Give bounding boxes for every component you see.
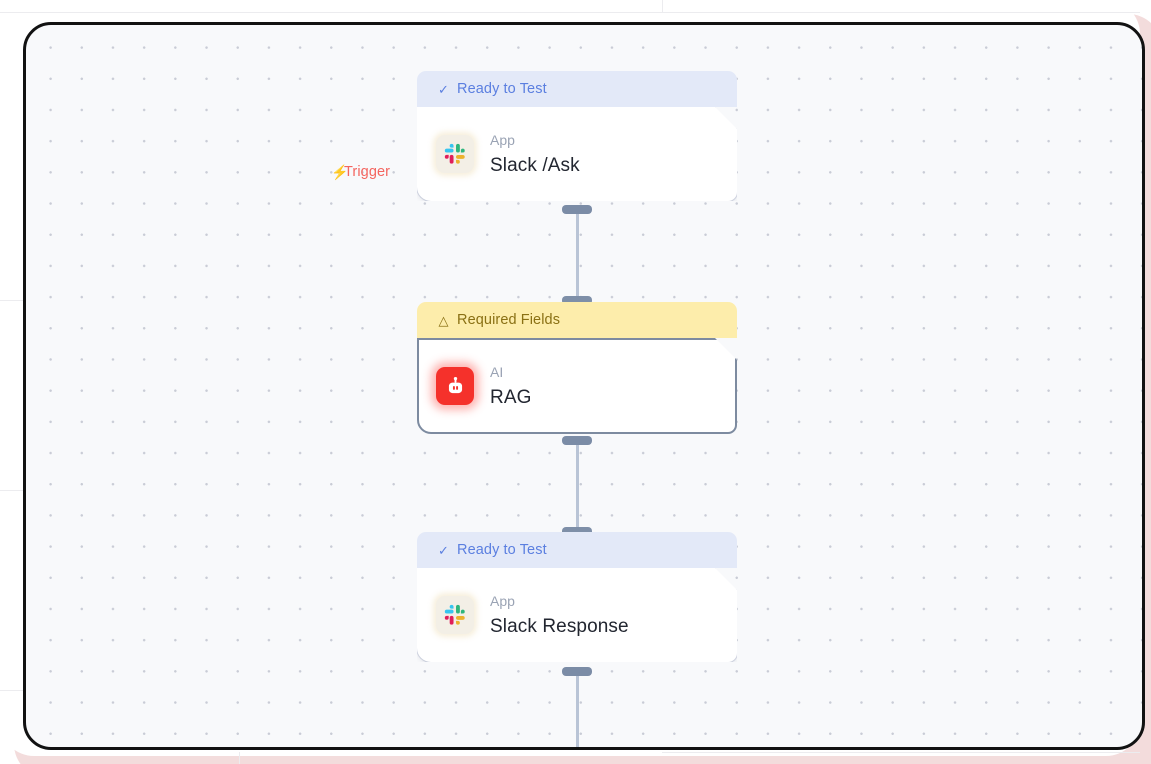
slack-icon bbox=[436, 135, 474, 173]
node-icon-wrap bbox=[436, 596, 474, 634]
background-rule-left-b bbox=[0, 490, 24, 491]
node-title: Slack Response bbox=[490, 615, 629, 637]
slack-icon bbox=[436, 596, 474, 634]
background-rule-left-c bbox=[0, 690, 24, 691]
connector-handle-out-3[interactable] bbox=[562, 667, 592, 676]
connector-handle-out-2[interactable] bbox=[562, 436, 592, 445]
node-body[interactable]: App Slack /Ask bbox=[417, 107, 737, 201]
node-kicker: App bbox=[490, 131, 515, 148]
lightning-bolt-icon: ⚡ bbox=[331, 163, 349, 180]
check-icon: ✓ bbox=[438, 542, 449, 558]
connector-handle-in-3[interactable] bbox=[562, 527, 592, 536]
workflow-canvas[interactable]: ⚡ Trigger ✓ Ready to Test bbox=[23, 22, 1145, 750]
node-icon-wrap bbox=[436, 367, 474, 405]
trigger-label: ⚡ Trigger bbox=[331, 164, 390, 180]
background-rule-bottom-a bbox=[239, 752, 240, 764]
background-rule-bottom-b bbox=[662, 752, 1140, 753]
connector-handle-out-1[interactable] bbox=[562, 205, 592, 214]
connector-line-2[interactable] bbox=[575, 442, 579, 538]
connector-line-1[interactable] bbox=[575, 211, 579, 307]
node-body[interactable]: AI RAG bbox=[417, 338, 737, 434]
check-icon: ✓ bbox=[438, 81, 449, 97]
node-body[interactable]: App Slack Response bbox=[417, 568, 737, 662]
connector-line-3[interactable] bbox=[575, 673, 579, 747]
node-text: App Slack /Ask bbox=[490, 133, 580, 176]
workflow-node-slack-response[interactable]: ✓ Ready to Test bbox=[417, 532, 737, 662]
node-icon-wrap bbox=[436, 135, 474, 173]
node-title: Slack /Ask bbox=[490, 154, 580, 176]
workflow-node-rag[interactable]: △ Required Fields bbox=[417, 302, 737, 434]
node-status-label: Required Fields bbox=[457, 312, 561, 328]
node-text: AI RAG bbox=[490, 365, 531, 408]
node-title: RAG bbox=[490, 386, 532, 408]
node-kicker: AI bbox=[490, 363, 504, 380]
node-kicker: App bbox=[490, 592, 515, 609]
node-status-label: Ready to Test bbox=[457, 542, 547, 558]
node-status-label: Ready to Test bbox=[457, 81, 547, 97]
trigger-label-text: Trigger bbox=[344, 164, 391, 180]
node-text: App Slack Response bbox=[490, 594, 629, 637]
connector-handle-in-2[interactable] bbox=[562, 296, 592, 305]
background-rule-left-a bbox=[0, 300, 24, 301]
background-rule-top-divider bbox=[662, 0, 663, 12]
workflow-node-slack-ask[interactable]: ✓ Ready to Test bbox=[417, 71, 737, 201]
warning-triangle-icon: △ bbox=[438, 312, 449, 328]
background-rule-top bbox=[0, 12, 1140, 13]
node-status-header: △ Required Fields bbox=[417, 302, 737, 338]
node-status-header: ✓ Ready to Test bbox=[417, 532, 737, 568]
node-status-header: ✓ Ready to Test bbox=[417, 71, 737, 107]
robot-icon bbox=[436, 367, 474, 405]
